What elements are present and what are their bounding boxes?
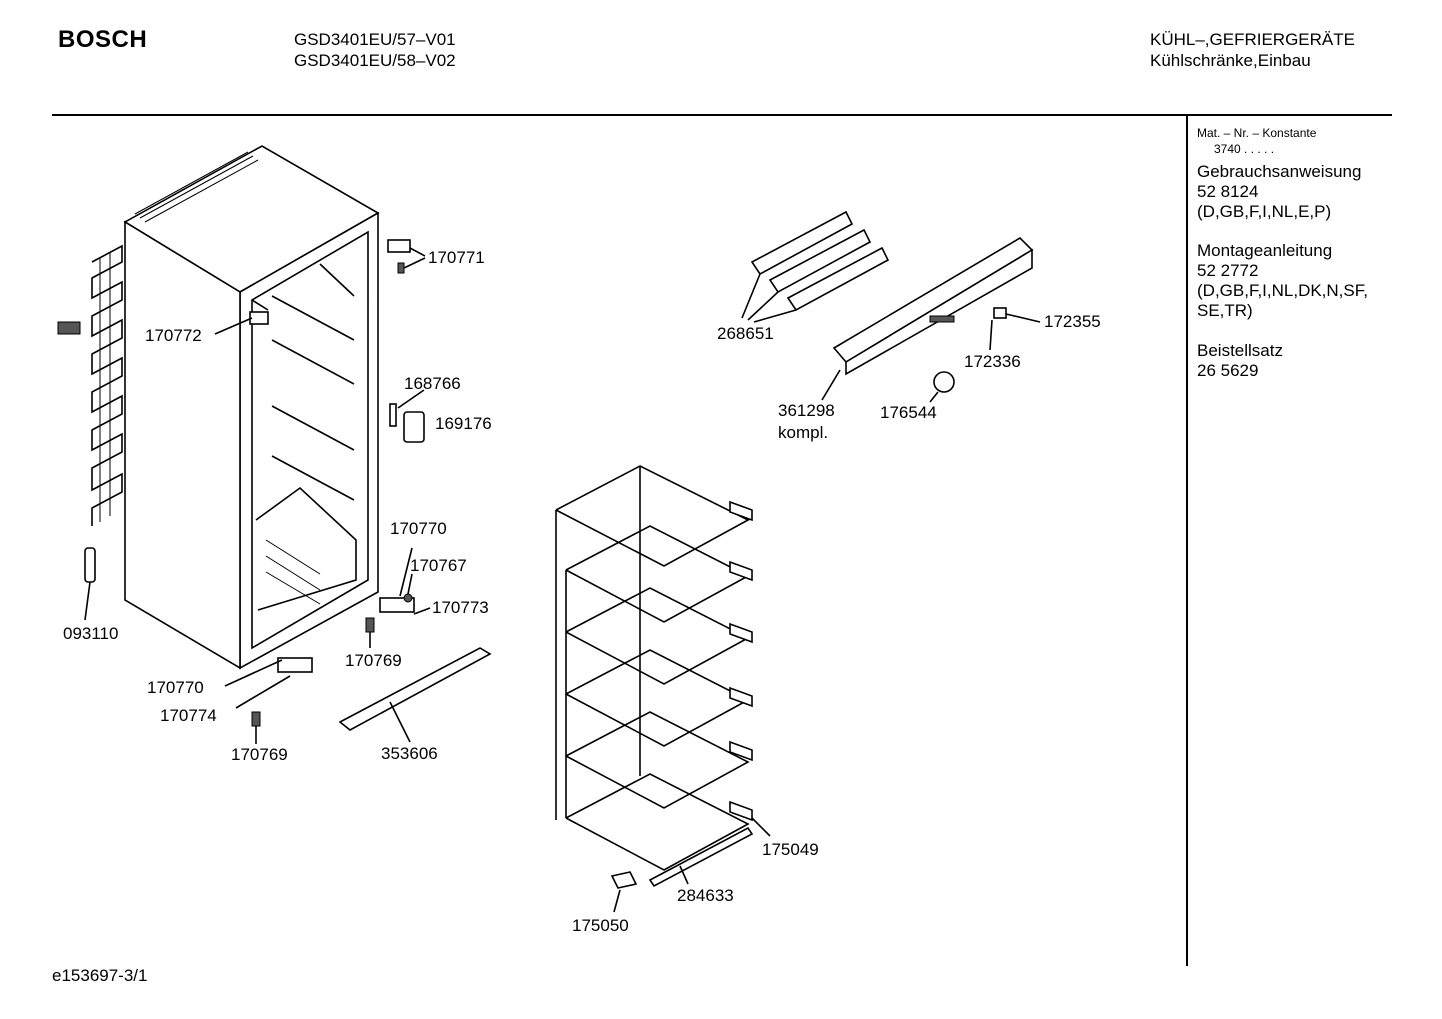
part-label-170773: 170773: [432, 598, 489, 617]
hinge-part-top: [387, 239, 411, 253]
doc-2-number: 52 2772: [1197, 261, 1259, 280]
part-label-172355: 172355: [1044, 312, 1101, 331]
part-label-169176: 169176: [435, 414, 492, 433]
category-line-2: Kühlschränke,Einbau: [1150, 51, 1311, 70]
doc-1-langs: (D,GB,F,I,NL,E,P): [1197, 202, 1332, 221]
part-label-170770-b: 170770: [147, 678, 204, 697]
hinge-part-lower: [277, 657, 313, 673]
electronic-boards: [741, 210, 890, 323]
part-label-170767: 170767: [410, 556, 467, 575]
part-label-361298: 361298: [778, 401, 835, 420]
cover-169176: [403, 411, 425, 443]
doc-3-number: 26 5629: [1197, 361, 1259, 380]
doc-2-langs-2: SE,TR): [1197, 301, 1253, 320]
handle-353606: [338, 647, 492, 731]
brand-logo: BOSCH: [58, 26, 148, 53]
clip-168766: [389, 403, 397, 427]
part-label-170769-b: 170769: [231, 745, 288, 764]
category-line-1: KÜHL–,GEFRIERGERÄTE: [1150, 30, 1355, 49]
part-label-170770-a: 170770: [390, 519, 447, 538]
part-label-175049: 175049: [762, 840, 819, 859]
part-label-170769-a: 170769: [345, 651, 402, 670]
part-label-168766: 168766: [404, 374, 461, 393]
inner-shelf-rails: [271, 263, 355, 501]
part-label-170771: 170771: [428, 248, 485, 267]
part-label-353606: 353606: [381, 744, 438, 763]
part-label-172336: 172336: [964, 352, 1021, 371]
part-label-093110: 093110: [63, 624, 119, 643]
doc-1-title: Gebrauchsanweisung: [1197, 162, 1362, 181]
document-code: e153697-3/1: [52, 966, 148, 985]
cabinet-body: [123, 145, 380, 670]
screw-170769: [365, 617, 375, 633]
basket-rack: [555, 465, 771, 913]
part-label-176544: 176544: [880, 403, 937, 422]
mat-nr-label: Mat. – Nr. – Konstante: [1197, 126, 1317, 140]
part-label-175050: 175050: [572, 916, 629, 935]
condenser-coil: [91, 244, 123, 526]
screw-lower: [251, 711, 261, 727]
part-label-170772: 170772: [145, 326, 202, 345]
clip-part: [57, 321, 81, 335]
part-label-284633: 284633: [677, 886, 734, 905]
part-label-268651: 268651: [717, 324, 774, 343]
model-line-1: GSD3401EU/57–V01: [294, 30, 456, 49]
doc-2-title: Montageanleitung: [1197, 241, 1333, 260]
part-label-kompl: kompl.: [778, 423, 829, 442]
doc-1-number: 52 8124: [1197, 182, 1259, 201]
filter-dryer-part: [84, 547, 96, 583]
doc-2-langs-1: (D,GB,F,I,NL,DK,N,SF,: [1197, 281, 1368, 300]
screw-top: [397, 262, 405, 274]
hinge-part-upper: [249, 311, 269, 325]
sidebar-divider: [1186, 116, 1188, 966]
mat-nr-value: 3740 . . . . .: [1214, 142, 1275, 156]
leader-093110: [84, 581, 91, 621]
model-line-2: GSD3401EU/58–V02: [294, 51, 456, 70]
control-panel: [821, 236, 1041, 403]
header-divider: [52, 114, 1392, 116]
inner-drawer: [255, 486, 357, 611]
doc-3-title: Beistellsatz: [1197, 341, 1283, 360]
part-label-170774: 170774: [160, 706, 217, 725]
